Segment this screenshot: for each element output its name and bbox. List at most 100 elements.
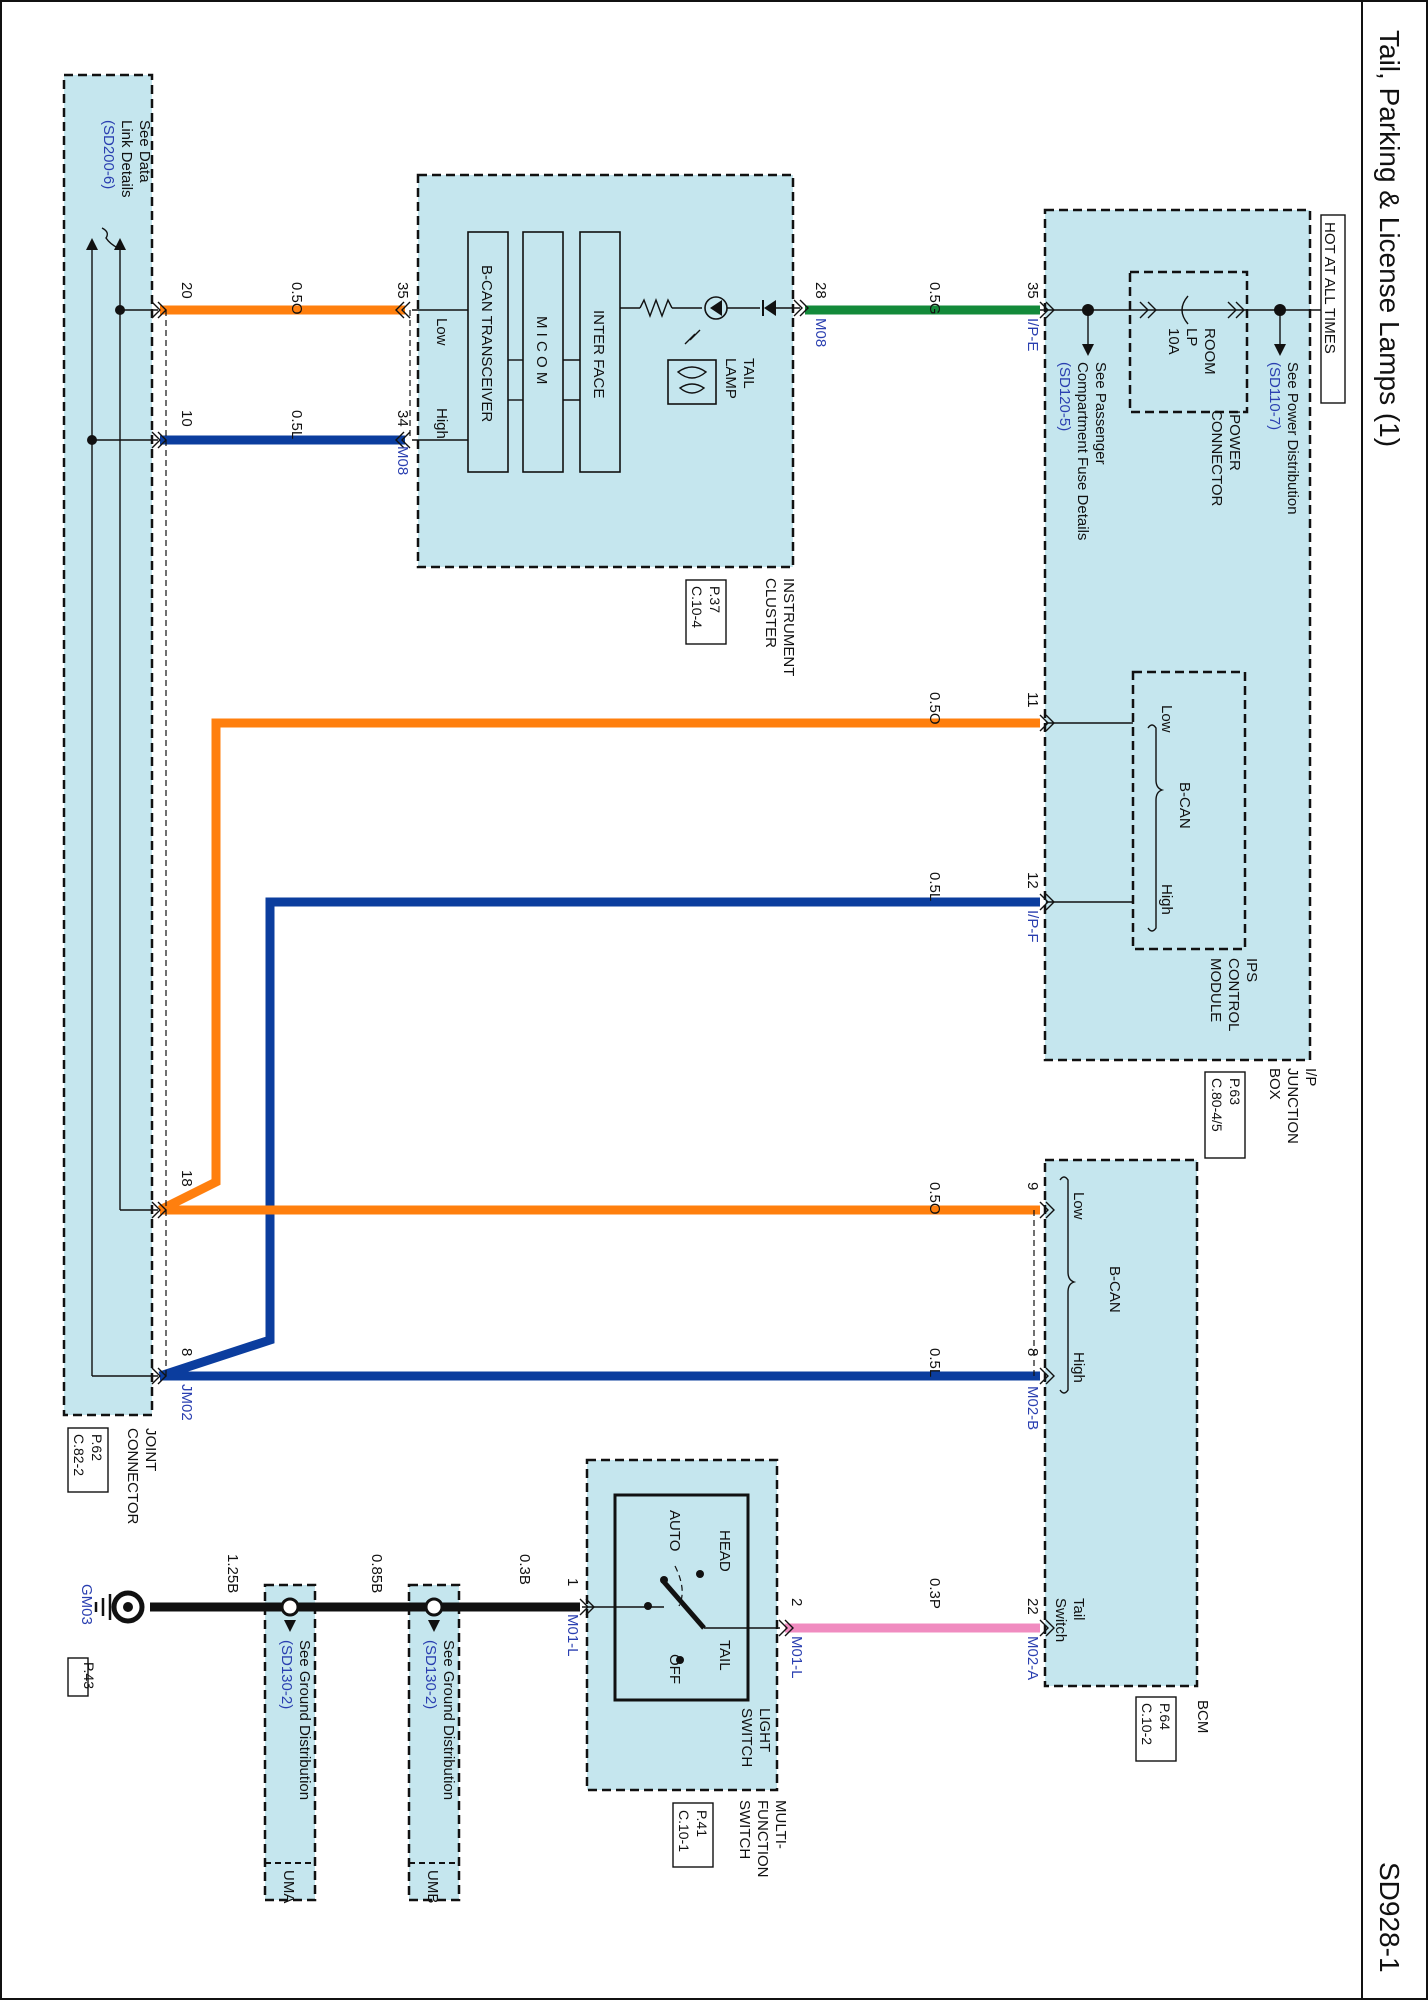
bcm-ref1[interactable]: P.64 [1157, 1703, 1173, 1730]
wire-label-05l-top: 0.5L [288, 410, 305, 439]
see-ground-label-uma[interactable]: See Ground Distribution [296, 1640, 313, 1800]
conn-jm02: JM02 [178, 1384, 195, 1421]
cluster-ref1[interactable]: P.37 [707, 586, 723, 613]
joint-label2: CONNECTOR [124, 1428, 141, 1525]
pin-chevron [778, 1619, 794, 1637]
pin-chevron [1039, 1201, 1055, 1219]
lamp-symbol [678, 383, 706, 394]
tail-lamp-label: TAIL [740, 358, 757, 389]
see-ground-ref-umb[interactable]: (SD130-2) [422, 1640, 439, 1709]
see-pass-fuse-ref[interactable]: (SD120-5) [1056, 362, 1073, 431]
wire-label-125b: 1.25B [224, 1554, 241, 1593]
tail-switch-label2: Switch [1052, 1598, 1069, 1642]
jb-ref1[interactable]: P.63 [1227, 1078, 1243, 1105]
uma-label: UMA [280, 1870, 297, 1903]
pin-chevron [579, 1598, 595, 1616]
jb-ref-box [1204, 1071, 1246, 1159]
bcm-pin-8: 8 [1024, 1348, 1041, 1356]
micom-block [522, 231, 564, 473]
interface-block [579, 231, 621, 473]
pos-tail: TAIL [716, 1640, 733, 1671]
pin-chevron [151, 301, 167, 319]
mfs-ref1[interactable]: P.41 [694, 1810, 710, 1837]
conn-ipe: I/P-E [1024, 318, 1041, 351]
bcm-ref2[interactable]: C.10-2 [1139, 1703, 1155, 1745]
joint-pin-10: 10 [178, 410, 195, 427]
cluster-ref2[interactable]: C.10-4 [689, 586, 705, 628]
ips-low-label: Low [1158, 705, 1175, 733]
ground-splice-uma [280, 1597, 300, 1617]
jb-ref2[interactable]: C.80-4/5 [1209, 1078, 1225, 1132]
jb-pin-35: 35 [1024, 282, 1041, 299]
wire-label-05l-bcm: 0.5L [926, 1348, 943, 1377]
see-power-dist-ref[interactable]: (SD110-7) [1266, 362, 1283, 430]
page-code: SD928-1 [1374, 1862, 1405, 1973]
joint-connector-box [62, 73, 154, 1417]
splice-dot [87, 435, 97, 445]
conn-m08-bottom: M08 [394, 446, 411, 475]
see-ground-label-umb[interactable]: See Ground Distribution [440, 1640, 457, 1800]
see-data-label2[interactable]: Link Details [118, 120, 135, 198]
pin-chevron [151, 431, 167, 449]
joint-pin-20: 20 [178, 282, 195, 299]
cluster-high-label: High [433, 408, 450, 439]
wire-label-05o-top: 0.5O [288, 282, 305, 315]
umb-label: UMB [424, 1870, 441, 1903]
ground-eyelet-core [123, 1602, 133, 1612]
cluster-pin-34: 34 [394, 410, 411, 427]
conn-m01l-out: M01-L [788, 1636, 805, 1679]
ipower-connector-box [1128, 270, 1249, 414]
see-power-dist-label[interactable]: See Power Distribution [1284, 362, 1301, 515]
switch-contact [676, 1656, 684, 1664]
see-data-label[interactable]: See Data [136, 120, 153, 183]
transceiver-block [467, 231, 509, 473]
wire-orange-jb [157, 718, 1040, 1215]
jb-label2: JUNCTION [1284, 1068, 1301, 1144]
ips-label3: MODULE [1207, 958, 1224, 1022]
ips-bcan-label: B-CAN [1176, 782, 1193, 829]
interface-label: INTER FACE [590, 310, 607, 398]
see-pass-fuse-label2[interactable]: Compartment Fuse Details [1074, 362, 1091, 540]
gm03-ref-box [67, 1657, 89, 1697]
resistor [639, 298, 673, 318]
see-pass-fuse-label[interactable]: See Passenger [1092, 362, 1109, 465]
ips-high-label: High [1158, 884, 1175, 915]
jb-label: I/P [1302, 1068, 1319, 1086]
arrow-down [428, 1620, 440, 1632]
bcm-pin-22: 22 [1024, 1598, 1041, 1615]
joint-ref1[interactable]: P.62 [89, 1434, 105, 1461]
cluster-label: INSTRUMENT [780, 578, 797, 676]
pos-auto: AUTO [666, 1510, 683, 1551]
mfs-pin-1: 1 [564, 1578, 581, 1586]
lamp-symbol [676, 366, 708, 379]
see-ground-ref-uma[interactable]: (SD130-2) [278, 1640, 295, 1709]
mfs-ref2[interactable]: C.10-1 [676, 1810, 692, 1852]
joint-ref2[interactable]: C.82-2 [71, 1434, 87, 1476]
fuse-name2: LP [1183, 328, 1200, 346]
ips-control-module-box [1131, 670, 1247, 951]
cluster-pin-28: 28 [812, 282, 829, 299]
arrow-up [86, 238, 98, 250]
micom-label: M I C O M [533, 316, 550, 384]
pos-off: OFF [666, 1654, 683, 1684]
mfs-label3: SWITCH [736, 1800, 753, 1859]
fuse-icon [1181, 295, 1189, 325]
switch-arm [662, 1580, 706, 1630]
bcm-high-label: High [1070, 1352, 1087, 1383]
jb-label3: BOX [1266, 1068, 1283, 1100]
mfs-pin-2: 2 [788, 1598, 805, 1606]
switch-travel-arc [674, 1565, 683, 1607]
bcm-brace [1059, 1176, 1077, 1394]
wire-label-05o-bcm: 0.5O [926, 1182, 943, 1215]
gm03-ref[interactable]: P.43 [81, 1662, 97, 1689]
wire-label-085b: 0.85B [368, 1554, 385, 1593]
see-data-ref[interactable]: (SD200-6) [100, 120, 117, 189]
ground-dist-box-umb [407, 1583, 461, 1902]
fuse-rating: 10A [1165, 328, 1182, 355]
ipower-label2: CONNECTOR [1208, 410, 1225, 507]
cluster-pin-35: 35 [394, 282, 411, 299]
switch-contact [644, 1602, 652, 1610]
hot-at-all-times-label: HOT AT ALL TIMES [1321, 222, 1338, 354]
